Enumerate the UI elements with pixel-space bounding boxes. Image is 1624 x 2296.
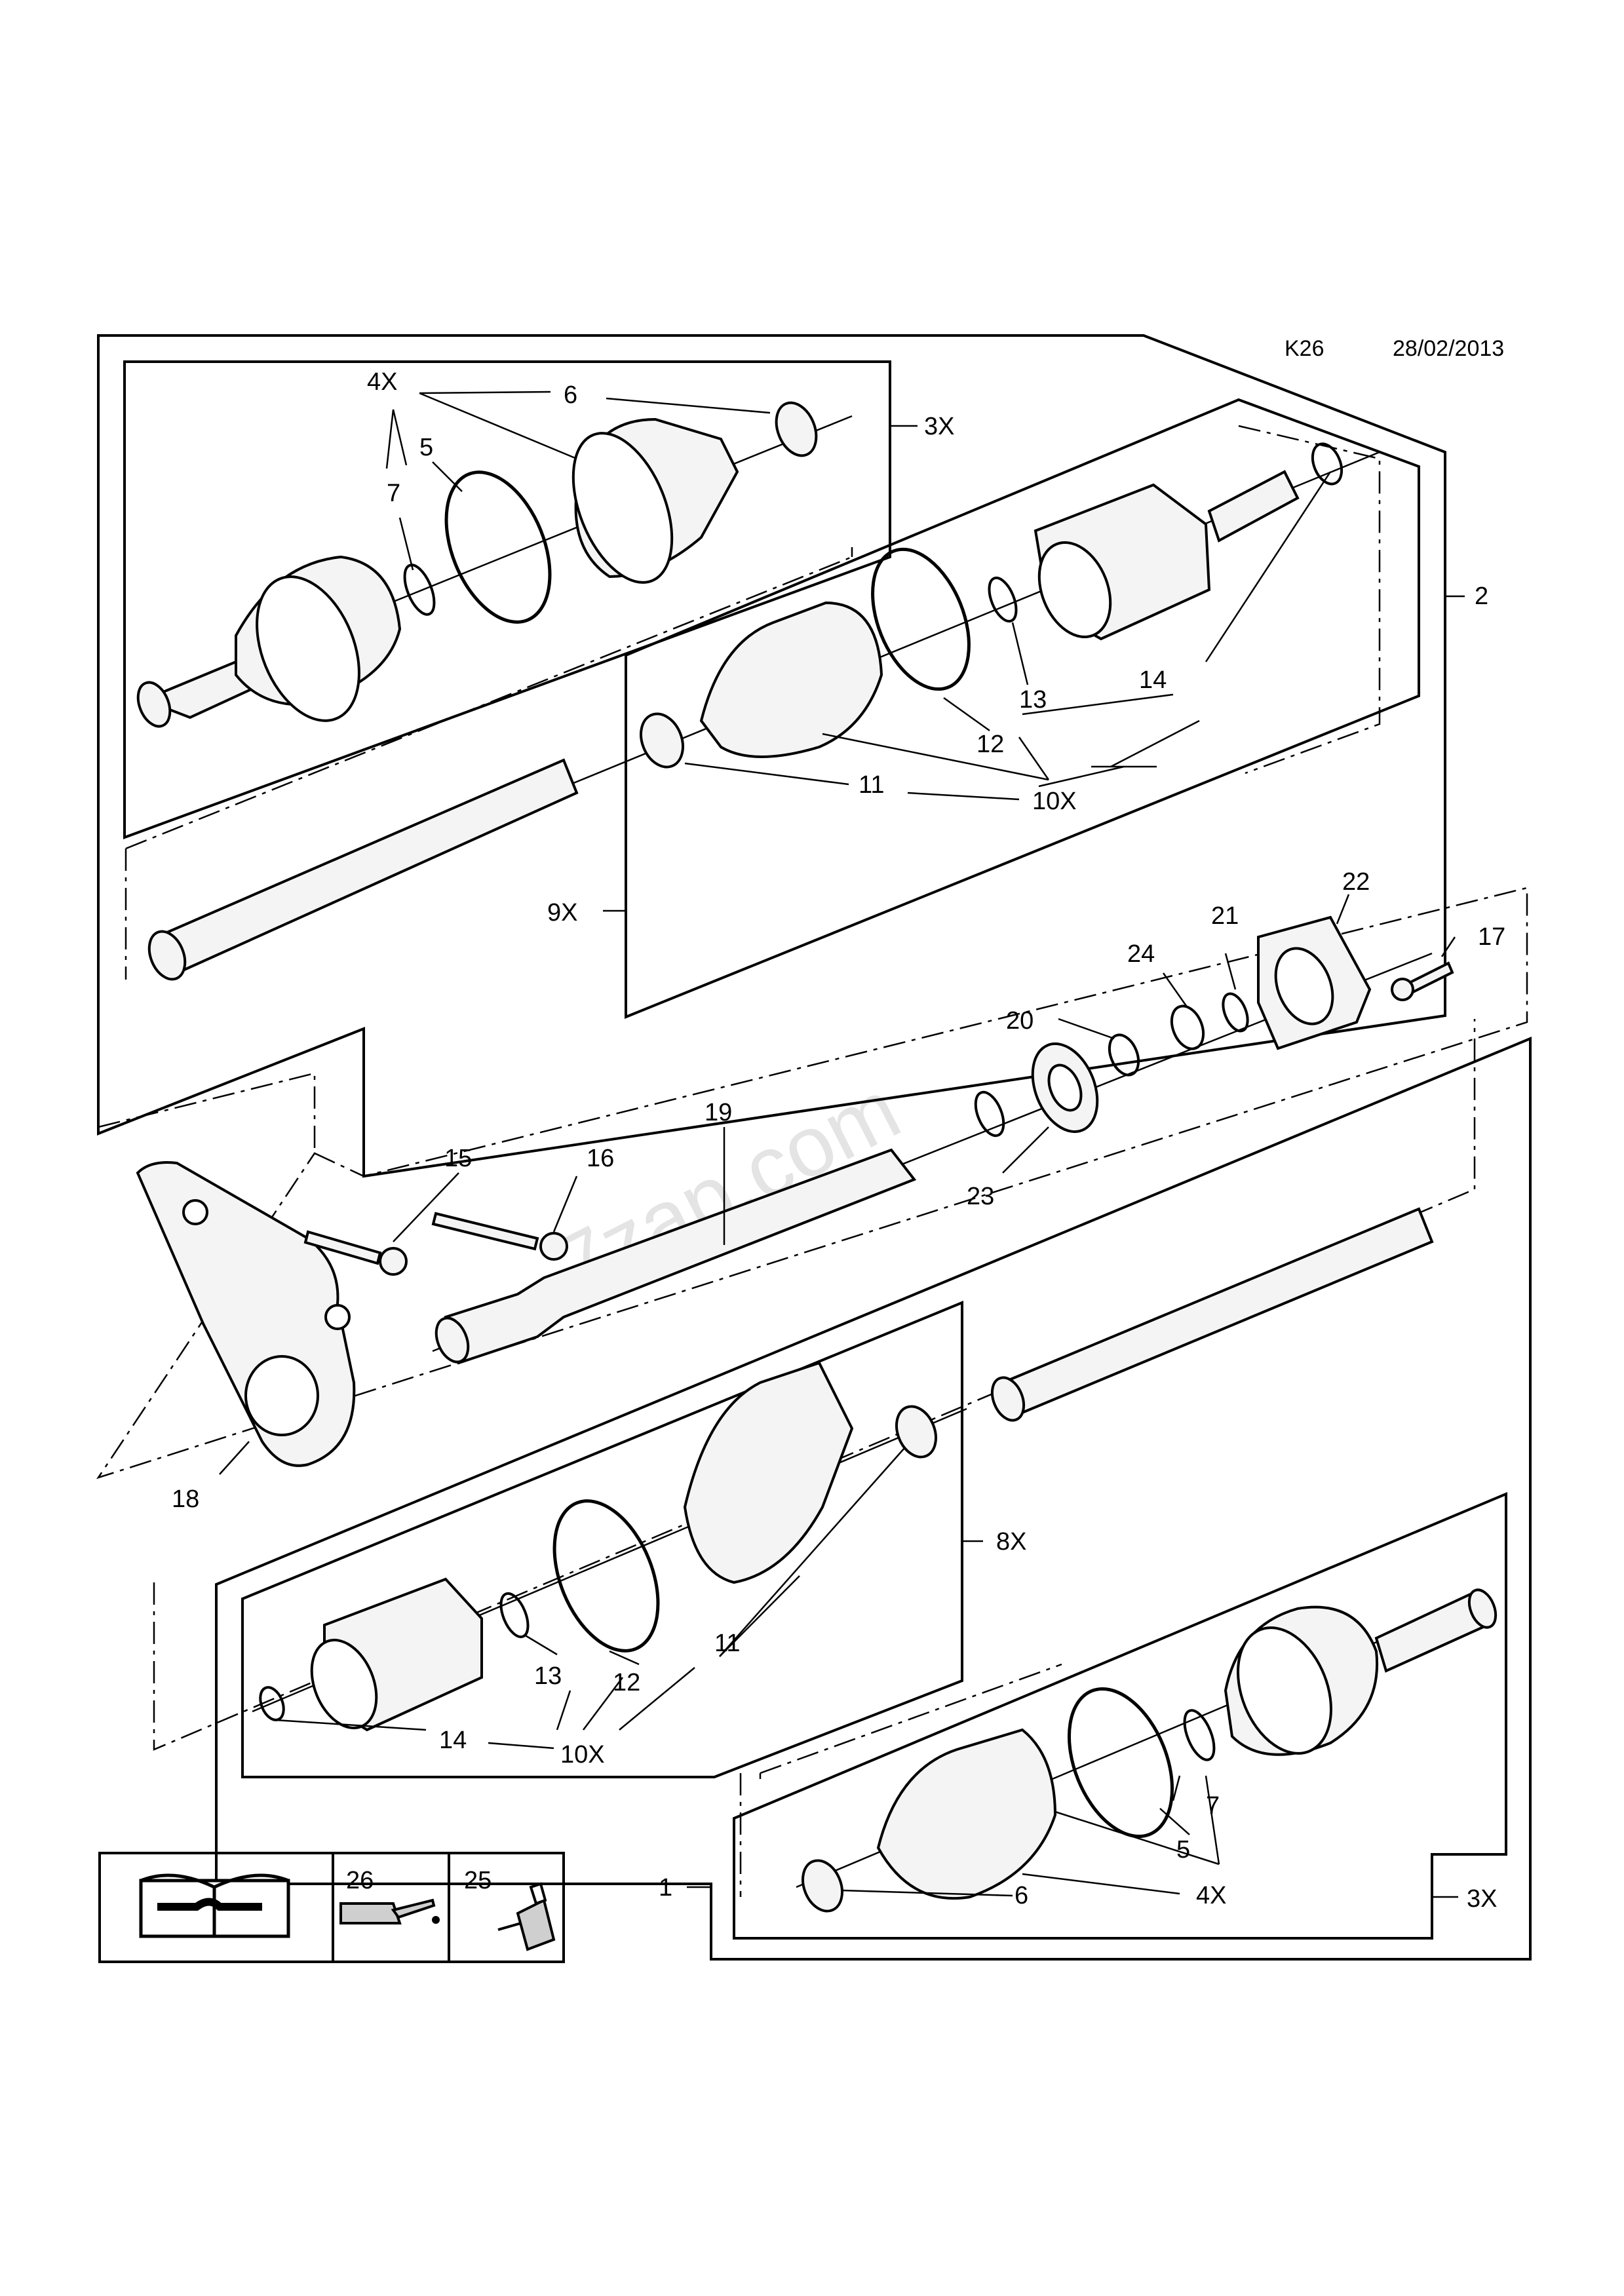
ring-21 — [1222, 992, 1249, 1033]
clamp-11-upper — [640, 712, 684, 769]
diagram-date: 28/02/2013 — [1393, 336, 1504, 361]
callout-12-upper: 12 — [976, 731, 1004, 758]
circlip-13-lower — [499, 1592, 530, 1639]
frame-kit-3x-lower — [733, 1491, 1507, 1940]
bolt-15 — [303, 1230, 408, 1276]
callout-3x-lower: 3X — [1467, 1885, 1497, 1913]
callout-7-upper: 7 — [387, 480, 400, 507]
manual-wrench-icon — [139, 1873, 290, 1938]
callout-4x-upper: 4X — [367, 368, 397, 396]
callout-1: 1 — [659, 1874, 672, 1902]
clamp-5-lower — [1067, 1687, 1174, 1839]
boot-12-upper — [699, 601, 883, 758]
boot-4x-upper — [571, 417, 739, 584]
bearing-23 — [1031, 1042, 1099, 1134]
inner-joint-housing-upper — [1034, 470, 1300, 641]
callout-21: 21 — [1211, 902, 1239, 930]
callout-6-upper: 6 — [564, 381, 577, 409]
callout-10x-upper: 10X — [1032, 788, 1077, 815]
callout-13-upper: 13 — [1019, 686, 1047, 714]
clamp-12-lower — [552, 1499, 660, 1653]
bolt-17 — [1391, 961, 1454, 1001]
seal-24 — [1170, 1004, 1205, 1050]
callout-11-upper: 11 — [859, 771, 884, 799]
outer-cv-joint-lower — [1224, 1588, 1498, 1756]
callout-23: 23 — [967, 1183, 994, 1210]
callout-5-lower: 5 — [1176, 1836, 1190, 1864]
callout-8x: 8X — [996, 1528, 1026, 1556]
legend-label-25: 25 — [464, 1867, 492, 1894]
callout-18: 18 — [172, 1485, 199, 1513]
frame-kit-9x — [625, 398, 1420, 1019]
boot-4x-lower — [876, 1728, 1057, 1900]
drive-shaft-upper — [147, 758, 579, 981]
callout-17: 17 — [1478, 923, 1505, 951]
callout-7-lower: 7 — [1206, 1792, 1220, 1820]
inner-joint-housing-lower — [310, 1577, 483, 1732]
callout-2: 2 — [1475, 583, 1488, 610]
diagram-code: K26 — [1285, 336, 1324, 361]
boot-12-lower — [683, 1361, 854, 1584]
callout-14-upper: 14 — [1139, 666, 1167, 694]
callout-20: 20 — [1006, 1007, 1034, 1035]
circlip-14-upper — [1311, 442, 1344, 486]
callout-9x: 9X — [547, 899, 577, 927]
callout-10x-lower: 10X — [560, 1741, 605, 1769]
callout-22: 22 — [1342, 868, 1370, 896]
callout-24: 24 — [1127, 940, 1155, 968]
oil-can-icon — [339, 1898, 440, 1924]
circlip-13-upper — [988, 576, 1018, 623]
callout-14-lower: 14 — [439, 1727, 467, 1754]
snap-ring-20 — [1108, 1033, 1140, 1077]
bearing-support-bracket-18 — [136, 1161, 356, 1467]
callout-13-lower: 13 — [534, 1662, 562, 1690]
snap-ring-lower-bearing — [974, 1090, 1005, 1138]
clamp-11-lower — [895, 1405, 937, 1459]
frame-kit-8x — [241, 1301, 963, 1778]
callout-16: 16 — [587, 1145, 614, 1172]
frame-kit-3x-upper — [123, 360, 891, 839]
circlip-7-upper — [403, 564, 436, 616]
clamp-6-lower — [802, 1859, 843, 1913]
drive-shaft-lower — [990, 1207, 1434, 1422]
adhesive-bottle-icon — [497, 1882, 556, 1951]
circlip-7-lower — [1183, 1709, 1216, 1761]
callout-3x-upper: 3X — [924, 413, 954, 440]
clamp-12-upper — [871, 547, 971, 691]
outer-cv-joint-upper — [136, 555, 402, 728]
callout-12-lower: 12 — [613, 1669, 640, 1696]
callout-5-upper: 5 — [419, 434, 433, 461]
clamp-6-upper — [775, 401, 818, 457]
legend-label-26: 26 — [346, 1867, 374, 1894]
callout-4x-lower: 4X — [1196, 1882, 1226, 1909]
callout-11-lower: 11 — [714, 1630, 740, 1657]
intermediate-shaft-19 — [435, 1148, 917, 1365]
clamp-5-upper — [444, 470, 552, 624]
callout-19: 19 — [705, 1099, 732, 1126]
flange-plate-22 — [1257, 915, 1372, 1050]
dashed-box-intermediate — [96, 887, 1528, 1480]
callout-6-lower: 6 — [1015, 1882, 1028, 1909]
callout-15: 15 — [444, 1145, 472, 1172]
bolt-16 — [431, 1212, 568, 1261]
dashed-box-upper-shaft — [125, 547, 853, 980]
